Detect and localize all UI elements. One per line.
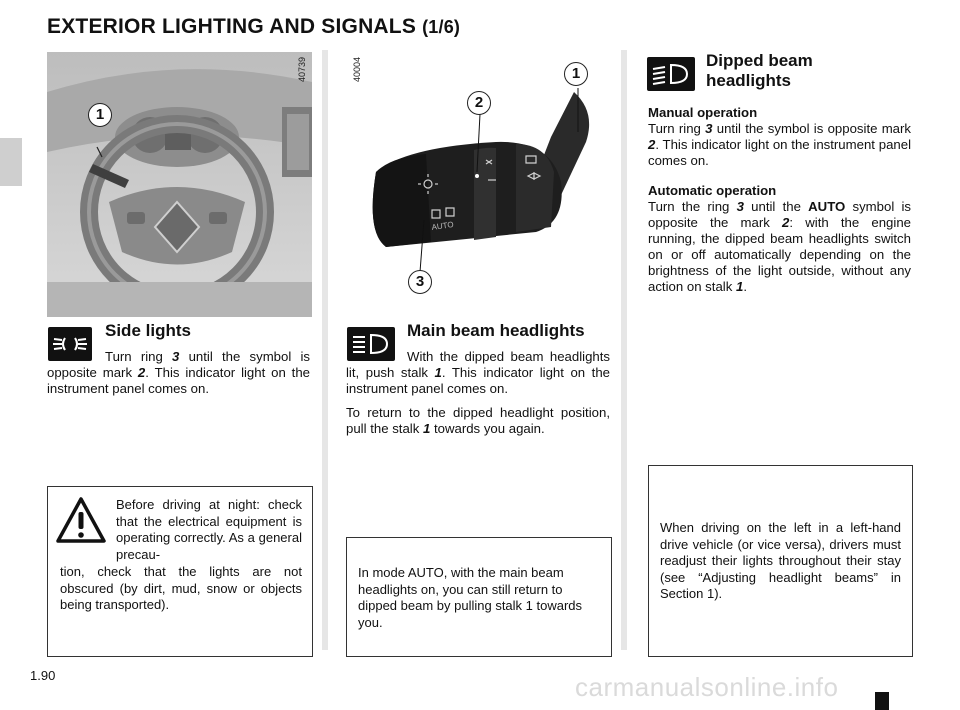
warning-text-top: Before driving at night: check that the … — [116, 497, 302, 562]
dashboard-ref-number: 40739 — [297, 56, 307, 82]
auto-text-2: until the — [743, 199, 809, 214]
manual-ring-ref: 3 — [705, 121, 713, 136]
warning-text-bottom: tion, check that the lights are not obsc… — [60, 564, 302, 612]
side-lights-text-2: until the symbol is opposite mark — [47, 349, 310, 380]
left-hand-drive-text: When driving on the left in a left-hand … — [660, 520, 901, 601]
auto-mark-ref: 2 — [782, 215, 790, 230]
stalk-ref-number: 40004 — [352, 56, 362, 82]
warning-triangle-icon — [55, 496, 107, 549]
column-divider-left — [322, 50, 328, 650]
manual-text-1: Turn ring — [648, 121, 706, 136]
watermark: carmanualsonline.info — [575, 672, 839, 702]
side-lights-icon — [48, 327, 92, 361]
page-number: 1.90 — [30, 668, 56, 683]
automatic-operation-text: Turn the ring 3 until the AUTO symbol is… — [648, 199, 911, 295]
side-lights-text-1: Turn ring — [105, 349, 173, 364]
main-beam-text-4: towards you again. — [430, 421, 545, 436]
left-hand-drive-box — [648, 465, 913, 657]
auto-ring-ref: 3 — [736, 199, 744, 214]
side-lights-heading: Side lights — [105, 321, 191, 340]
main-beam-body: With the dipped beam headlights lit, pus… — [346, 349, 610, 445]
dipped-beam-icon — [647, 57, 695, 91]
side-lights-mark-ref: 2 — [137, 365, 146, 380]
auto-text-1: Turn the ring — [648, 199, 737, 214]
dashboard-photo — [47, 52, 312, 317]
main-beam-text-1: With the dipped beam headlights lit, pus… — [346, 349, 610, 380]
main-beam-text-2: . This indicator light on the instrument… — [346, 365, 610, 396]
auto-text-4: : with the engine running, the dipped be… — [648, 215, 911, 294]
main-beam-para-2: To return to the dipped headlight positi… — [346, 405, 610, 437]
manual-mark-ref: 2 — [648, 137, 656, 152]
manual-text-3: . This indicator light on the instrument… — [648, 137, 911, 168]
column-divider-right — [621, 50, 627, 650]
main-beam-icon — [347, 327, 395, 361]
auto-stalk-ref: 1 — [735, 279, 744, 294]
page-title: EXTERIOR LIGHTING AND SIGNALS (1/6) — [47, 15, 460, 39]
stalk-callout-3: 3 — [408, 270, 432, 294]
main-beam-text-3: To return to the dipped headlight positi… — [346, 405, 610, 436]
manual-text-2: until the symbol is opposite mark — [712, 121, 912, 136]
stalk-callout-2: 2 — [467, 91, 491, 115]
section-tab — [0, 138, 22, 186]
automatic-operation-heading: Automatic operation — [648, 183, 777, 198]
main-beam-stalk-ref-2: 1 — [422, 421, 431, 436]
dipped-beam-heading: Dipped beam headlights — [706, 51, 813, 90]
manual-operation-text: Turn ring 3 until the symbol is opposite… — [648, 121, 911, 169]
manual-operation-heading: Manual operation — [648, 105, 758, 120]
dashboard-callout-1: 1 — [88, 103, 112, 127]
corner-mark — [875, 692, 889, 710]
auto-mode-text: In mode AUTO, with the main beam headlig… — [358, 565, 583, 630]
auto-mode-box — [346, 537, 612, 657]
stalk-callout-1: 1 — [564, 62, 588, 86]
main-beam-heading: Main beam headlights — [407, 321, 585, 340]
main-beam-stalk-ref: 1 — [434, 365, 442, 380]
side-lights-text-3: . This indicator light on the instrument… — [47, 365, 311, 396]
side-lights-ring-ref: 3 — [172, 349, 180, 364]
auto-text-5: . — [743, 279, 747, 294]
page-title-text: EXTERIOR LIGHTING AND SIGNALS — [47, 15, 417, 38]
dipped-beam-body: Manual operation Turn ring 3 until the s… — [648, 105, 911, 303]
stalk-auto-label: AUTO — [431, 220, 454, 232]
side-lights-body: Turn ring 3 until the symbol is opposite… — [47, 349, 310, 397]
main-beam-para-1: With the dipped beam headlights lit, pus… — [346, 349, 610, 397]
auto-word: AUTO — [808, 199, 846, 214]
page-title-suffix: (1/6) — [422, 17, 461, 37]
auto-text-3: symbol is opposite the mark — [648, 199, 911, 230]
